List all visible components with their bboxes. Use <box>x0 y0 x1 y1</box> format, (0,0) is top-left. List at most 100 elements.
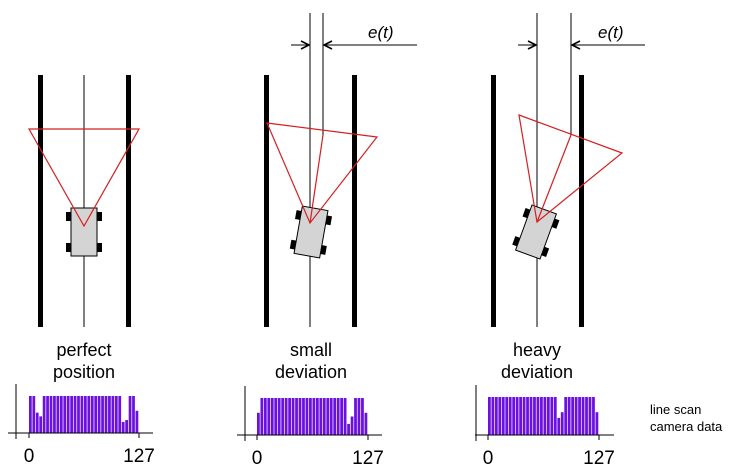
track-wall-right <box>126 75 131 327</box>
track-wall-left <box>38 75 43 327</box>
error-label: e(t) <box>368 23 394 42</box>
intensity-bar <box>114 396 118 433</box>
intensity-bar <box>108 396 111 433</box>
intensity-bar <box>595 412 599 435</box>
side-label-line1: line scan <box>650 402 701 417</box>
panel-label-line1: small <box>290 340 332 360</box>
intensity-bar <box>592 397 595 435</box>
intensity-bar <box>94 396 98 433</box>
intensity-bar <box>546 397 550 435</box>
x-tick-label: 0 <box>24 446 35 467</box>
intensity-bar <box>522 397 526 435</box>
panel-heavy-deviation: e(t) heavy deviation <box>491 13 645 382</box>
car <box>66 207 102 257</box>
intensity-bar <box>494 397 498 435</box>
intensity-bar <box>350 416 354 435</box>
intensity-bar <box>111 396 115 433</box>
camera-field-of-view <box>518 114 624 224</box>
intensity-bar <box>526 397 529 435</box>
intensity-bar <box>80 396 84 433</box>
intensity-bar <box>581 397 585 435</box>
intensity-bar <box>90 396 94 433</box>
intensity-bar <box>312 398 316 435</box>
intensity-bar <box>540 397 543 435</box>
error-label: e(t) <box>598 23 624 42</box>
x-tick-label: 0 <box>483 448 494 469</box>
panel-label-line1: heavy <box>513 340 561 360</box>
intensity-bar <box>326 398 330 435</box>
intensity-bar <box>512 397 516 435</box>
intensity-bar <box>257 412 260 435</box>
intensity-bar <box>73 396 77 433</box>
intensity-bar <box>343 398 347 435</box>
intensity-bar <box>329 398 333 435</box>
intensity-bar <box>319 398 323 435</box>
intensity-bar <box>63 396 67 433</box>
intensity-bar <box>550 397 554 435</box>
intensity-bar <box>70 396 73 433</box>
panel-label-line2: deviation <box>501 362 573 382</box>
intensity-bar <box>49 396 53 433</box>
intensity-bar <box>498 397 502 435</box>
intensity-bar <box>270 398 274 435</box>
intensity-bar <box>322 398 326 435</box>
intensity-bar <box>354 398 357 435</box>
intensity-bar <box>508 397 512 435</box>
intensity-bar <box>357 398 361 435</box>
track-wall-left <box>264 75 269 327</box>
intensity-bar <box>340 398 344 435</box>
intensity-bar <box>101 396 104 433</box>
track-wall-left <box>491 75 496 327</box>
intensity-bar <box>35 412 39 433</box>
camera-field-of-view <box>27 128 141 228</box>
panel-label-line2: position <box>53 362 115 382</box>
intensity-bar <box>281 398 285 435</box>
intensity-bar <box>505 397 509 435</box>
intensity-bar <box>42 396 46 433</box>
intensity-bar <box>347 423 350 435</box>
intensity-bar <box>571 397 575 435</box>
intensity-bar <box>66 396 70 433</box>
side-label-line2: camera data <box>650 419 723 434</box>
intensity-bar <box>585 397 588 435</box>
intensity-bar <box>104 396 108 433</box>
car <box>512 204 560 260</box>
intensity-bar <box>125 420 128 433</box>
intensity-bar <box>336 398 340 435</box>
intensity-bar <box>291 398 295 435</box>
x-tick-label: 127 <box>123 446 155 467</box>
intensity-bar <box>333 398 337 435</box>
intensity-bar <box>59 396 63 433</box>
intensity-bar <box>491 397 495 435</box>
intensity-bar <box>488 397 491 435</box>
intensity-bar <box>543 397 547 435</box>
intensity-bar <box>135 410 139 433</box>
intensity-bar <box>501 397 505 435</box>
intensity-bar <box>39 416 43 433</box>
x-tick-label: 0 <box>252 448 263 469</box>
intensity-bar <box>309 398 312 435</box>
intensity-bar <box>97 396 101 433</box>
intensity-bar <box>53 396 56 433</box>
intensity-bar <box>533 397 536 435</box>
intensity-bar <box>87 396 91 433</box>
intensity-bar <box>121 421 125 433</box>
intensity-bar <box>302 398 305 435</box>
intensity-bar <box>557 417 561 435</box>
intensity-bar <box>567 397 571 435</box>
intensity-bar <box>128 396 132 433</box>
intensity-bar <box>578 397 581 435</box>
intensity-bar <box>84 396 87 433</box>
intensity-bar <box>46 396 49 433</box>
panel-perfect-position: perfect position <box>27 75 141 382</box>
panel-small-deviation: e(t) small deviation <box>264 13 417 382</box>
intensity-bar <box>288 398 291 435</box>
intensity-bar <box>564 397 568 435</box>
intensity-bar <box>32 396 36 433</box>
intensity-bar <box>29 396 32 433</box>
intensity-bar <box>267 398 271 435</box>
